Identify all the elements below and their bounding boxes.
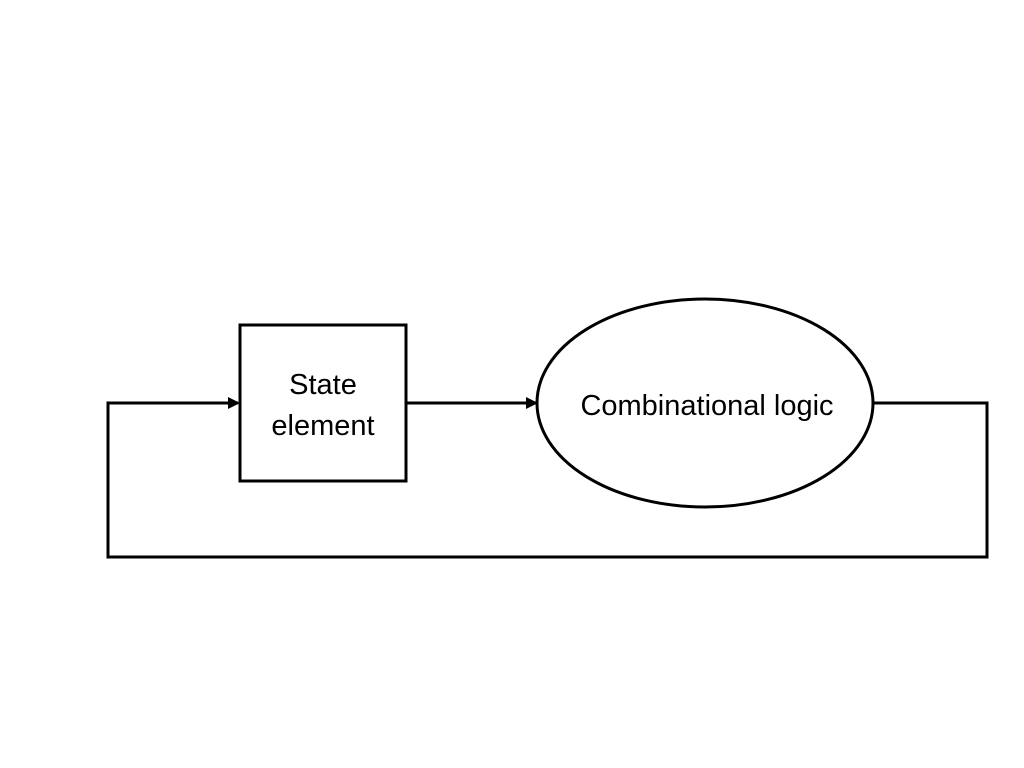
- combinational-logic-label: Combinational logic: [580, 390, 833, 422]
- state-element-label-line1: State: [289, 369, 357, 401]
- state-element-node: State element: [238, 323, 408, 483]
- combinational-logic-node: Combinational logic: [535, 297, 875, 509]
- state-element-label-line2: element: [271, 410, 374, 442]
- feedback-loop-arrow: [106, 397, 989, 559]
- state-element-box: [238, 323, 408, 483]
